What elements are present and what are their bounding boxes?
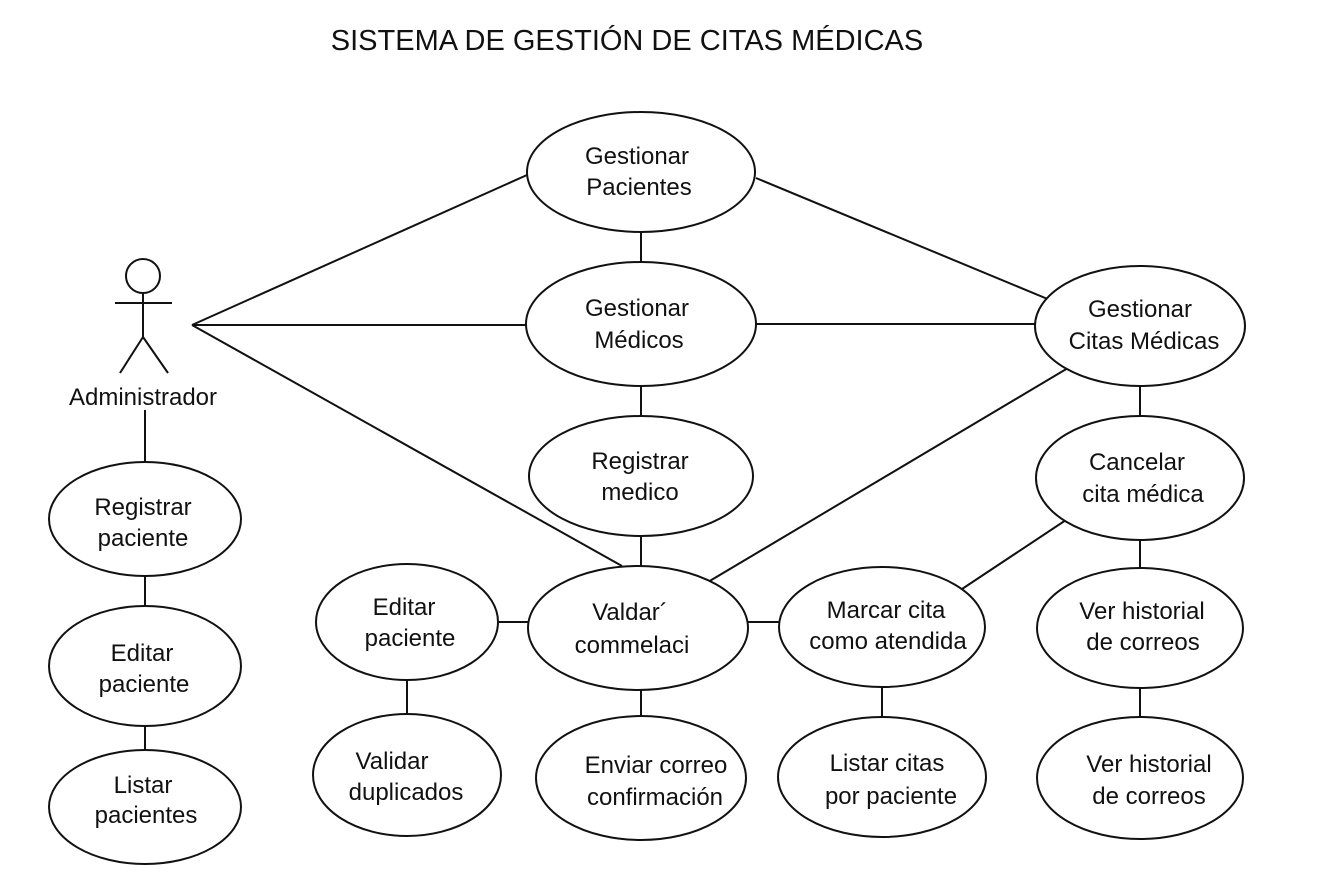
use-case-ver-historial-1: Ver historial de correos [1036,567,1244,689]
use-case-label-line1: Enviar correo [585,752,728,779]
diagram-title: SISTEMA DE GESTIÓN DE CITAS MÉDICAS [331,24,923,57]
use-case-gestionar-pacientes: Gestionar Pacientes [526,111,756,233]
use-case-label-line2: como atendida [809,628,967,655]
use-case-label-line1: Editar [373,594,436,621]
use-case-label-line2: paciente [365,625,456,652]
use-case-label-line2: por paciente [825,783,957,810]
use-case-label-line1: Gestionar [1088,296,1192,323]
actor-administrador: Administrador [69,258,217,411]
use-case-label-line1: Registrar [591,448,688,475]
use-case-label-line1: Cancelar [1089,449,1185,476]
use-case-label-line1: Ver historial [1086,751,1211,778]
use-case-ellipse [1035,415,1245,541]
use-case-ellipse [777,716,987,838]
use-case-label-line2: Pacientes [586,174,691,201]
use-case-listar-citas: Listar citas por paciente [777,716,987,838]
use-case-ellipse [1036,716,1244,840]
use-case-label-line1: Registrar [94,494,191,521]
use-case-ellipse [48,605,242,727]
use-case-label-line1: Gestionar [585,295,689,322]
use-case-ellipse [1036,567,1244,689]
use-case-label-line1: Ver historial [1079,598,1204,625]
use-case-label-line2: cita médica [1082,481,1204,508]
use-case-ellipse [525,261,757,387]
use-case-ellipse [535,715,747,841]
use-case-validar-conmelaci: Valdar´ commelaci [527,565,749,691]
use-case-ellipse [526,111,756,233]
use-case-editar-paciente-mid: Editar paciente [315,563,499,681]
assoc-cancelar-marcar [961,519,1067,590]
associations [144,174,1141,750]
actor-left-leg [119,336,144,374]
use-case-ellipse [48,749,242,865]
use-case-label-line2: Médicos [594,327,683,354]
use-case-ellipse [528,415,754,537]
use-case-marcar-cita: Marcar cita como atendida [778,566,986,688]
use-case-label-line2: paciente [98,525,189,552]
use-case-label-line2: pacientes [95,802,198,829]
use-case-editar-paciente-left: Editar paciente [48,605,242,727]
use-case-label-line2: medico [601,479,678,506]
use-case-label-line1: Marcar cita [827,597,946,624]
use-case-label-line2: duplicados [349,779,464,806]
use-case-validar-duplicados: Validar duplicados [312,713,502,837]
use-case-gestionar-citas: Gestionar Citas Médicas [1034,265,1246,387]
use-case-label-line1: Listar citas [830,750,945,777]
use-case-ellipse [778,566,986,688]
use-case-listar-pacientes: Listar pacientes [48,749,242,865]
actor-head [125,258,161,294]
use-case-label-line1: Gestionar [585,143,689,170]
use-case-ellipse [527,565,749,691]
use-case-label-line1: Editar [111,640,174,667]
actor-label: Administrador [69,384,217,411]
use-case-gestionar-medicos: Gestionar Médicos [525,261,757,387]
use-case-label-line2: paciente [99,671,190,698]
use-case-cancelar-cita: Cancelar cita médica [1035,415,1245,541]
assoc-citas-validar [707,367,1069,583]
assoc-pacientes-citas [755,177,1051,301]
use-case-ellipse [315,563,499,681]
use-case-registrar-medico: Registrar medico [528,415,754,537]
use-case-enviar-correo: Enviar correo confirmación [535,715,747,841]
use-case-ver-historial-2: Ver historial de correos [1036,716,1244,840]
use-case-ellipse [48,461,242,577]
use-case-ellipse [1034,265,1246,387]
use-case-label-line1: Validar [356,748,429,775]
actor-right-leg [142,336,169,374]
use-case-label-line2: de correos [1086,629,1199,656]
use-case-ellipse [312,713,502,837]
use-case-label-line2: Citas Médicas [1069,328,1220,355]
use-case-label-line2: commelaci [575,632,690,659]
assoc-actor-validar [191,324,623,567]
use-case-label-line2: de correos [1092,783,1205,810]
use-case-label-line2: confirmación [587,784,723,811]
use-case-label-line1: Listar [114,772,173,799]
use-case-label-line1: Valdar´ [592,599,668,626]
use-case-registrar-paciente: Registrar paciente [48,461,242,577]
assoc-actor-gestionar-pacientes [191,174,528,326]
